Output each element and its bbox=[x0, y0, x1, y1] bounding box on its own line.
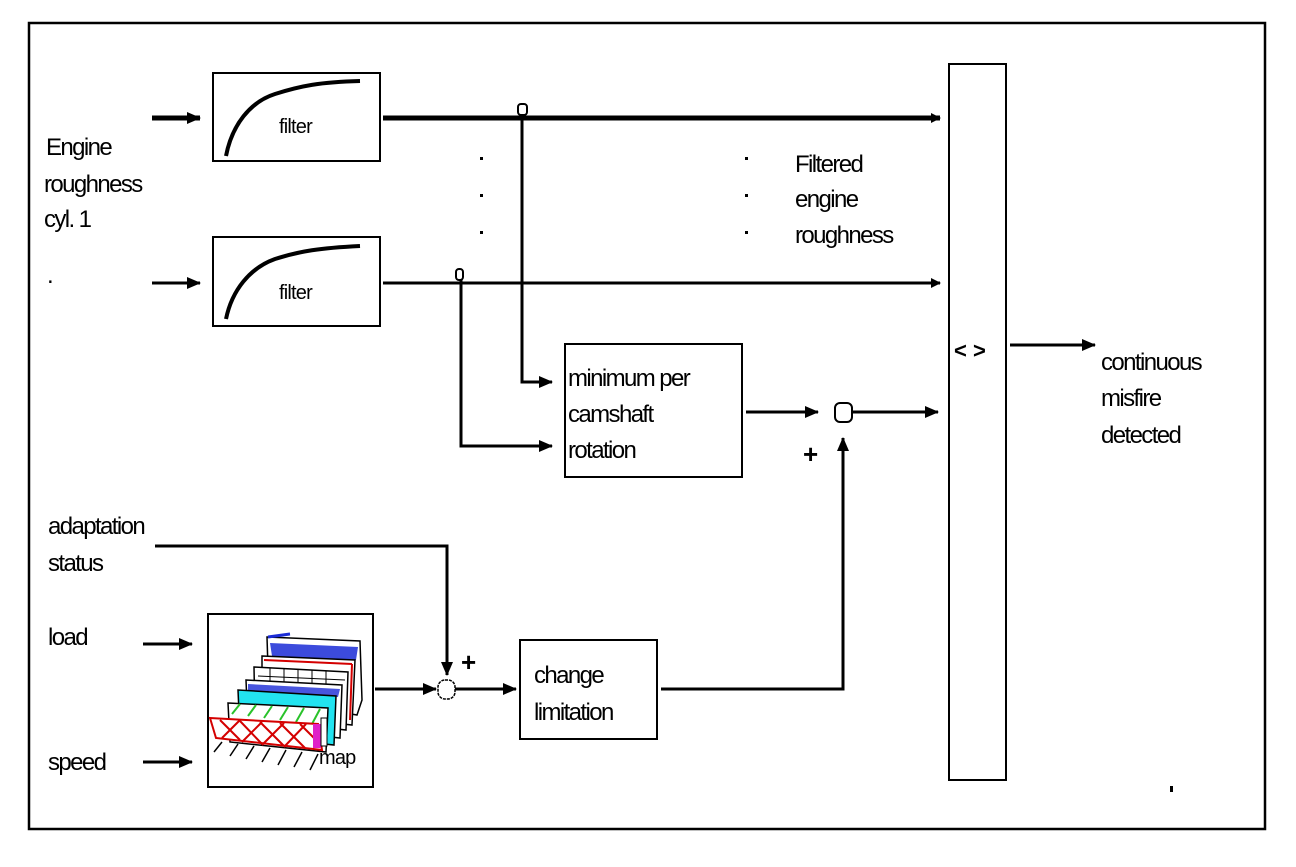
vertical-ellipsis-left bbox=[480, 157, 483, 234]
filter-curve-icon bbox=[224, 79, 361, 157]
stray-mark bbox=[1170, 786, 1173, 792]
adaptation-line-2: status bbox=[48, 550, 104, 577]
output-label: continuous misfire detected bbox=[1101, 349, 1204, 449]
filtered-engine-roughness-label: Filtered engine roughness bbox=[795, 151, 896, 249]
filter-1-block: filter bbox=[212, 72, 381, 162]
filtered-line-1: Filtered bbox=[795, 151, 862, 178]
plus-sign-upper: + bbox=[803, 439, 818, 469]
filter-1-label: filter bbox=[279, 116, 313, 138]
comparator-block: < > bbox=[948, 63, 1007, 781]
map-label: map bbox=[319, 747, 356, 769]
output-line-1: continuous bbox=[1101, 349, 1203, 376]
minimum-line-3: rotation bbox=[568, 437, 636, 464]
filter-2-label: filter bbox=[279, 282, 313, 304]
adaptation-status-connector bbox=[155, 544, 453, 676]
output-line-3: detected bbox=[1101, 422, 1181, 449]
change-limitation-line-1: change bbox=[534, 662, 604, 689]
filtered-line-2: engine bbox=[795, 186, 859, 213]
junction-node bbox=[455, 268, 464, 281]
junction-node bbox=[517, 103, 528, 116]
load-label: load bbox=[48, 624, 87, 651]
minimum-line-2: camshaft bbox=[568, 401, 655, 428]
vertical-ellipsis-right bbox=[745, 157, 748, 234]
engine-roughness-line-2: roughness bbox=[44, 171, 143, 198]
engine-roughness-label: Engine roughness cyl. 1 bbox=[44, 134, 145, 233]
map-block: map bbox=[207, 613, 374, 788]
minimum-line-1: minimum per bbox=[568, 365, 691, 392]
adaptation-status-label: adaptation status bbox=[48, 513, 146, 577]
change-limitation-output-connector bbox=[661, 437, 849, 691]
diagram-frame bbox=[27, 21, 1267, 831]
adaptation-line-1: adaptation bbox=[48, 513, 144, 540]
output-line-2: misfire bbox=[1101, 385, 1162, 412]
minimum-per-camshaft-block: minimum per camshaft rotation bbox=[564, 343, 743, 478]
engine-roughness-line-3: cyl. 1 bbox=[44, 206, 92, 233]
3d-map-icon bbox=[208, 632, 363, 771]
engine-roughness-line-1: Engine bbox=[46, 134, 112, 161]
cylinder-ellipsis-dot: . bbox=[47, 262, 52, 289]
filter-2-to-minimum-connector bbox=[459, 280, 553, 452]
summing-node-lower bbox=[437, 679, 456, 700]
filtered-line-3: roughness bbox=[795, 222, 894, 249]
summing-node-upper bbox=[834, 402, 853, 423]
speed-label: speed bbox=[48, 749, 106, 776]
filter-1-to-minimum-connector bbox=[520, 118, 553, 388]
comparator-symbol: < > bbox=[954, 338, 986, 363]
plus-sign-lower: + bbox=[461, 647, 476, 677]
change-limitation-block: change limitation bbox=[519, 639, 658, 740]
filter-2-block: filter bbox=[212, 236, 381, 327]
change-limitation-line-2: limitation bbox=[534, 699, 613, 726]
filter-curve-icon bbox=[224, 244, 361, 320]
